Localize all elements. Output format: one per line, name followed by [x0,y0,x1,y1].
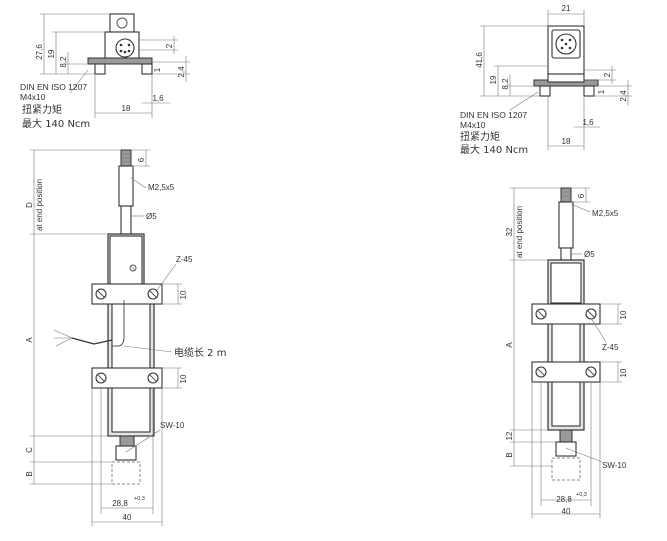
left-dim-height-total: 27,6 [35,44,44,60]
left-dim-height-low: 8,2 [59,56,68,68]
left-standard-label: DIN EN ISO 1207 [20,82,87,92]
left-width: 40 [123,513,132,522]
right-clamp-height-2: 10 [619,368,628,377]
right-dim-offset-top: 2 [603,72,612,77]
left-screw-label: M4x10 [20,92,46,102]
left-dim-edge: 1,6 [152,94,164,103]
right-hole-dist: 28,8 [556,495,572,504]
right-wrench-label: SW-10 [602,461,627,470]
right-dim-32: 32 [505,227,514,236]
left-torque-label: 扭紧力矩 [22,103,62,116]
left-hole-dist: 28,8 [112,499,128,508]
left-rod-dia: Ø5 [146,212,157,221]
left-dim-d: D [25,202,34,208]
right-torque-label: 扭紧力矩 [460,130,500,143]
right-clamp-label: Z-45 [602,343,619,352]
right-width: 40 [562,507,571,516]
left-end-position: at end position [35,179,44,231]
left-dim-width: 18 [122,104,131,113]
left-clamp-label: Z-45 [176,255,193,264]
right-dim-gap: 2,4 [619,90,628,102]
right-dim-edge: 1,6 [582,118,594,127]
left-top-detail: 27,6 19 8,2 2 1 2,4 18 1,6 DIN EN ISO 12… [20,13,190,130]
right-top-detail: 21 41,6 19 8,2 2 1 2,4 18 [460,4,632,156]
left-dim-offset-right: 1 [153,67,162,72]
left-dim-offset-top: 2 [165,43,174,48]
right-rod-dia: Ø5 [584,250,595,259]
right-dim-12: 12 [505,431,514,440]
right-torque-value: 最大 140 Ncm [460,143,528,156]
left-thread-label: M2,5x5 [148,183,175,192]
left-dim-height-mid: 19 [47,49,56,58]
left-wrench-label: SW-10 [160,421,185,430]
left-cable-label: 电缆长 2 m [174,346,226,359]
left-dim-tip: 6 [137,157,146,162]
right-screw-label: M4x10 [460,120,486,130]
left-dim-gap: 2,4 [177,66,186,78]
right-dim-height-low: 8,2 [501,78,510,90]
left-clamp-height-2: 10 [179,374,188,383]
right-dim-height-mid: 19 [489,75,498,84]
right-dim-width: 18 [562,137,571,146]
right-main-drawing: 6 M2,5x5 Ø5 10 10 Z-45 SW-10 [505,187,628,518]
right-dim-offset-right: 1 [597,89,606,94]
left-dim-a: A [25,337,34,343]
left-main-drawing: 6 M2,5x5 Ø5 10 10 Z-45 [25,149,226,526]
left-torque-value: 最大 140 Ncm [22,117,90,130]
right-dim-height-total: 41,6 [475,52,484,68]
left-clamp-height-1: 10 [179,290,188,299]
right-thread-label: M2,5x5 [592,209,619,218]
left-dim-c: C [25,447,34,453]
right-dim-tip: 6 [577,193,586,198]
right-end-position: at end position [515,206,524,258]
right-dim-a: A [505,342,514,348]
right-clamp-height-1: 10 [619,310,628,319]
right-standard-label: DIN EN ISO 1207 [460,110,527,120]
right-dim-width-top: 21 [562,4,571,13]
right-dim-b: B [505,452,514,457]
right-tolerance: +0,3 [576,492,587,498]
left-tolerance: +0,3 [134,496,145,502]
left-dim-b: B [25,471,34,476]
